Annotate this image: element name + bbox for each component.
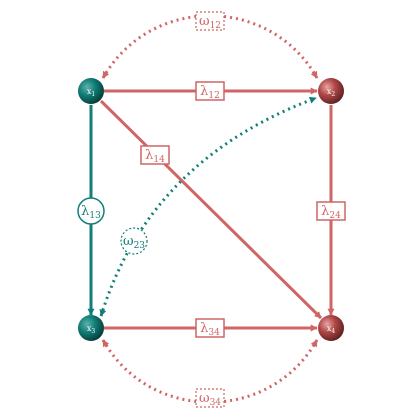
label-l34: λ34 bbox=[195, 318, 225, 338]
node-x3: x3 bbox=[78, 315, 104, 341]
svg-text:λ13: λ13 bbox=[81, 204, 101, 221]
svg-text:λ14: λ14 bbox=[145, 148, 165, 165]
edge-w34 bbox=[101, 339, 319, 404]
svg-text:λ12: λ12 bbox=[200, 84, 220, 101]
svg-text:x1: x1 bbox=[87, 87, 95, 98]
label-l24: λ24 bbox=[316, 201, 346, 221]
label-l13: λ13 bbox=[77, 197, 105, 225]
svg-text:x4: x4 bbox=[327, 324, 336, 335]
label-w23: ω23 bbox=[120, 227, 148, 255]
label-l14: λ14 bbox=[140, 145, 170, 165]
edge-l14 bbox=[99, 99, 323, 320]
edge-w12 bbox=[101, 14, 319, 79]
node-x4: x4 bbox=[318, 315, 344, 341]
svg-text:λ34: λ34 bbox=[200, 321, 220, 338]
node-x1: x1 bbox=[78, 78, 104, 104]
label-l12: λ12 bbox=[195, 81, 225, 101]
svg-text:ω12: ω12 bbox=[199, 14, 221, 31]
edge-w23 bbox=[99, 96, 317, 317]
node-x2: x2 bbox=[318, 78, 344, 104]
label-w34: ω34 bbox=[195, 388, 225, 408]
label-w12: ω12 bbox=[195, 11, 225, 31]
svg-text:ω23: ω23 bbox=[123, 234, 145, 251]
svg-text:x2: x2 bbox=[327, 87, 336, 98]
svg-text:ω34: ω34 bbox=[199, 391, 221, 408]
svg-text:x3: x3 bbox=[87, 324, 96, 335]
svg-text:λ24: λ24 bbox=[321, 204, 341, 221]
